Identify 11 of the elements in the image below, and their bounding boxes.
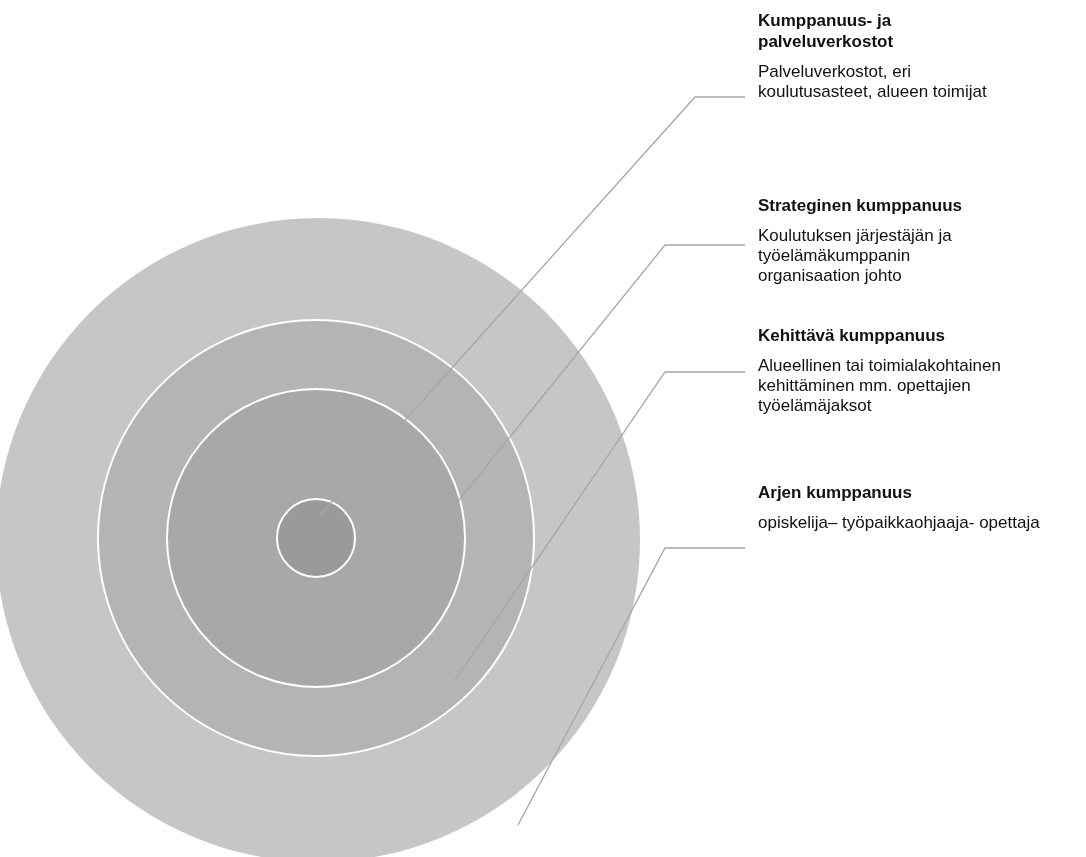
heading: Kumppanuus- ja palveluverkostot — [758, 10, 895, 52]
description: Palveluverkostot, eri koulutusasteet, alueen toimijat — [758, 62, 988, 102]
leader-line — [454, 371, 746, 681]
heading: Kehittävä kumppanuus — [758, 325, 947, 346]
description: Koulutuksen järjestäjän ja työelämäkumppanin organisaation johto — [758, 226, 953, 286]
leader-line — [319, 96, 746, 516]
leader-line — [517, 547, 746, 826]
description: Alueellinen tai toimialakohtainen kehittäminen mm. opettajien työelämäjaksot — [758, 356, 1002, 416]
description: opiskelija– työpaikkaohjaaja- opettaja — [758, 513, 1041, 533]
heading: Strateginen kumppanuus — [758, 195, 964, 216]
heading: Arjen kumppanuus — [758, 482, 913, 503]
